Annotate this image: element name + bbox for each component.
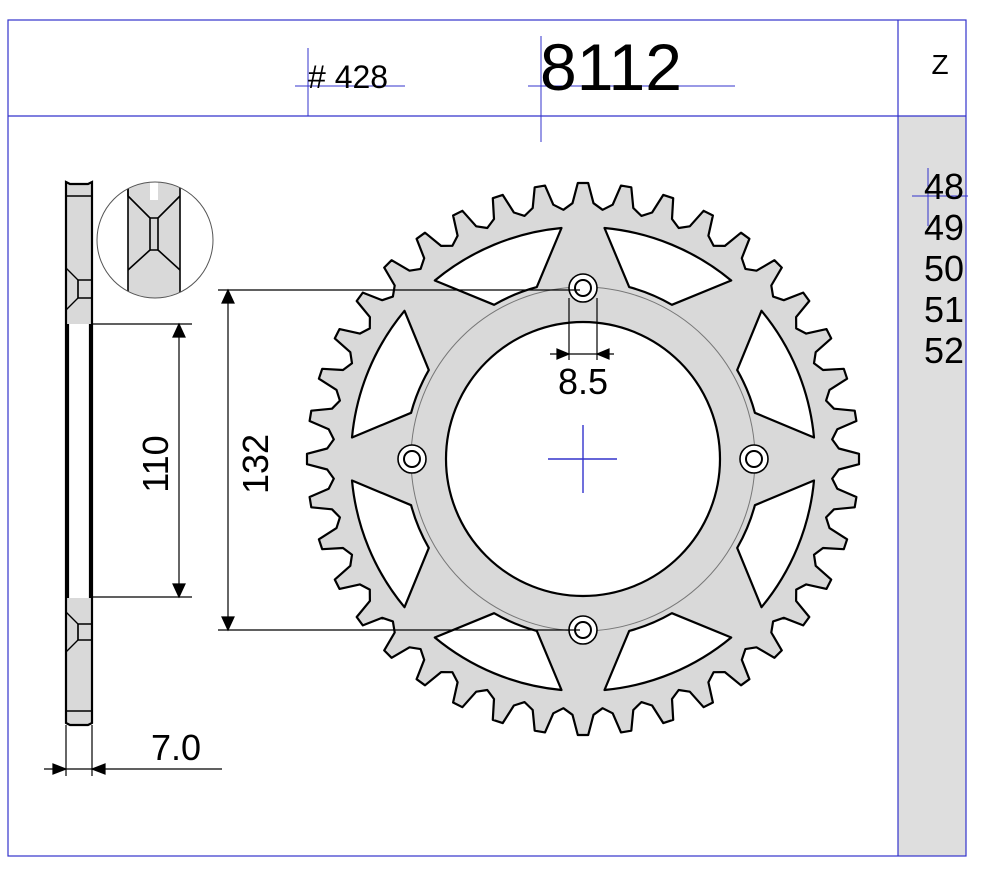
chain-pitch-label: # 428 [308,59,388,95]
bolt-hole [403,450,421,468]
lightening-window [603,226,733,306]
teeth-option: 51 [924,289,964,330]
teeth-option: 50 [924,248,964,289]
side-profile [64,180,94,727]
header-guides [295,36,968,226]
bolt-hole [574,279,592,297]
frame [7,19,967,857]
dim-132-label: 132 [235,434,276,494]
dimension-lines [44,288,614,776]
part-number: 8112 [540,30,682,104]
lightening-window [736,479,816,609]
dim-110-label: 110 [135,435,176,492]
teeth-list: 48 49 50 51 52 [924,166,964,371]
teeth-option: 52 [924,330,964,371]
teeth-panel [898,116,966,856]
tooth-detail [96,181,214,299]
teeth-option: 49 [924,207,964,248]
lightening-window [736,309,816,439]
dim-8-5-label: 8.5 [558,361,608,402]
lightening-window [603,612,733,692]
bolt-hole [745,450,763,468]
lightening-window [350,309,430,439]
teeth-header: Z [931,49,948,80]
dim-7-0-label: 7.0 [151,727,201,768]
lightening-window [433,612,563,692]
center-mark [548,425,617,493]
lightening-window [350,479,430,609]
teeth-option: 48 [924,166,964,207]
lightening-window [433,226,563,306]
